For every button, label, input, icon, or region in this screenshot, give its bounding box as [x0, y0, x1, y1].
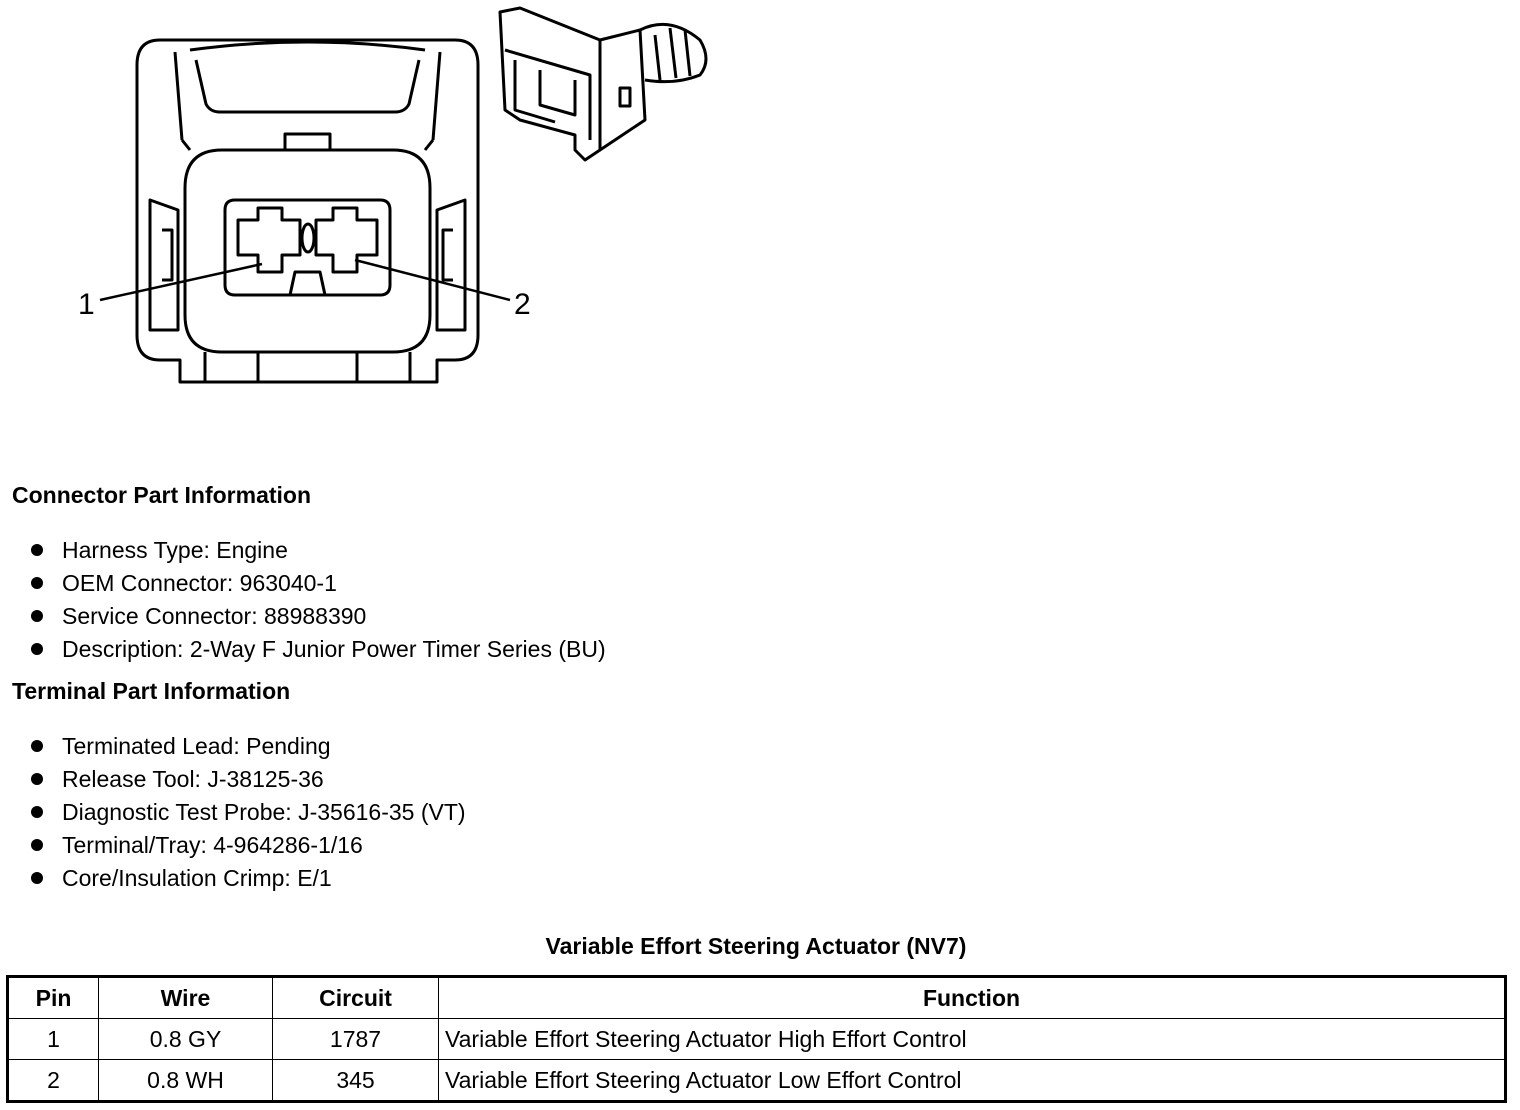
- table-row: 1 0.8 GY 1787 Variable Effort Steering A…: [7, 1018, 1506, 1060]
- header-pin: Pin: [7, 976, 99, 1019]
- pin-1-label: 1: [78, 288, 95, 321]
- table-header-row: Pin Wire Circuit Function: [7, 976, 1506, 1019]
- cell-pin: 1: [7, 1018, 99, 1060]
- list-item: OEM Connector: 963040-1: [0, 569, 606, 602]
- list-item: Release Tool: J-38125-36: [0, 765, 466, 798]
- header-circuit: Circuit: [272, 976, 439, 1019]
- cell-wire: 0.8 GY: [98, 1018, 273, 1060]
- cell-function: Variable Effort Steering Actuator High E…: [438, 1018, 1506, 1060]
- cell-pin: 2: [7, 1059, 99, 1102]
- list-item: Core/Insulation Crimp: E/1: [0, 864, 466, 897]
- cell-circuit: 345: [272, 1059, 439, 1102]
- cell-function: Variable Effort Steering Actuator Low Ef…: [438, 1059, 1506, 1102]
- pin-table-title: Variable Effort Steering Actuator (NV7): [545, 933, 967, 959]
- cell-wire: 0.8 WH: [98, 1059, 273, 1102]
- table-row: 2 0.8 WH 345 Variable Effort Steering Ac…: [7, 1059, 1506, 1102]
- list-item: Terminated Lead: Pending: [0, 732, 466, 765]
- header-function: Function: [438, 976, 1506, 1019]
- connector-part-info-list: Harness Type: Engine OEM Connector: 9630…: [0, 536, 606, 668]
- list-item: Terminal/Tray: 4-964286-1/16: [0, 831, 466, 864]
- list-item: Description: 2-Way F Junior Power Timer …: [0, 635, 606, 668]
- list-item: Service Connector: 88988390: [0, 602, 606, 635]
- terminal-part-info-list: Terminated Lead: Pending Release Tool: J…: [0, 732, 466, 897]
- terminal-part-info-title: Terminal Part Information: [12, 678, 291, 704]
- connector-face-drawing: [99, 6, 708, 384]
- pin-table: Pin Wire Circuit Function 1 0.8 GY 1787 …: [6, 975, 1507, 1103]
- list-item: Diagnostic Test Probe: J-35616-35 (VT): [0, 798, 466, 831]
- cell-circuit: 1787: [272, 1018, 439, 1060]
- pin-2-label: 2: [514, 288, 531, 321]
- list-item: Harness Type: Engine: [0, 536, 606, 569]
- connector-part-info-title: Connector Part Information: [12, 482, 312, 508]
- header-wire: Wire: [98, 976, 273, 1019]
